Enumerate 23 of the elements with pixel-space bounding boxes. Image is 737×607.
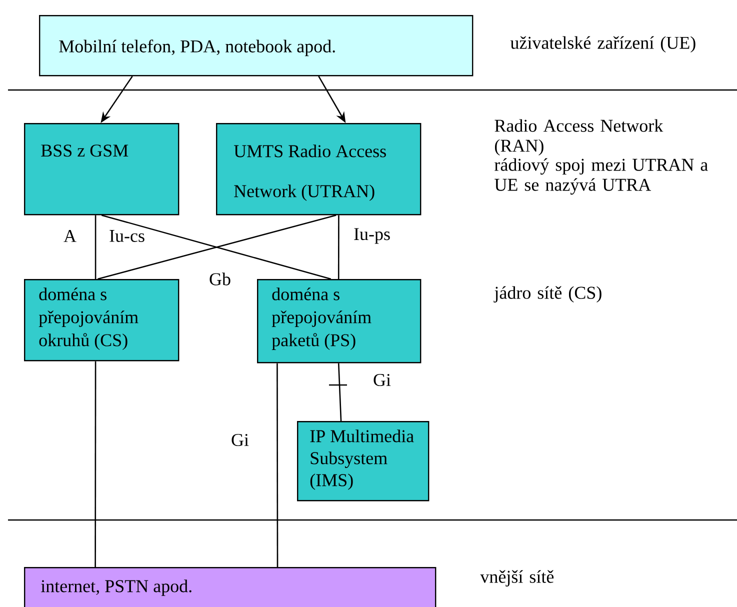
edge-label: Gi [372,372,392,388]
network-box: BSS z GSM [24,123,180,216]
layer-label: Radio Access Network (RAN) [494,119,664,156]
connector-line [276,363,278,567]
edge-label: Gb [208,272,232,286]
network-box: doména s přepojováním okruhů (CS) [24,279,180,362]
layer-label: uživatelské zařízení (UE) [510,36,696,53]
layer-label: jádro sítě (CS) [494,286,602,303]
network-box: internet, PSTN apod. [24,567,436,607]
edge-label: Iu-cs [108,229,146,243]
network-box: IP Multimedia Subsystem (IMS) [297,421,430,502]
network-box: UMTS Radio Access Network (UTRAN) [216,123,422,216]
connector-line [94,215,96,279]
layer-label: rádiový spoj mezi UTRAN a UE se nazývá UTRA [494,158,708,195]
edge-label: Iu-ps [352,227,392,245]
network-box: doména s přepojováním paketů (PS) [257,279,422,364]
connector-line [94,361,96,567]
layer-label: vnější sítě [480,570,554,587]
connector-line [338,363,342,422]
edge-label: A [62,229,78,243]
network-box: Mobilní telefon, PDA, notebook apod. [39,15,474,76]
edge-label: Gi [230,432,250,448]
connector-line [338,215,340,279]
